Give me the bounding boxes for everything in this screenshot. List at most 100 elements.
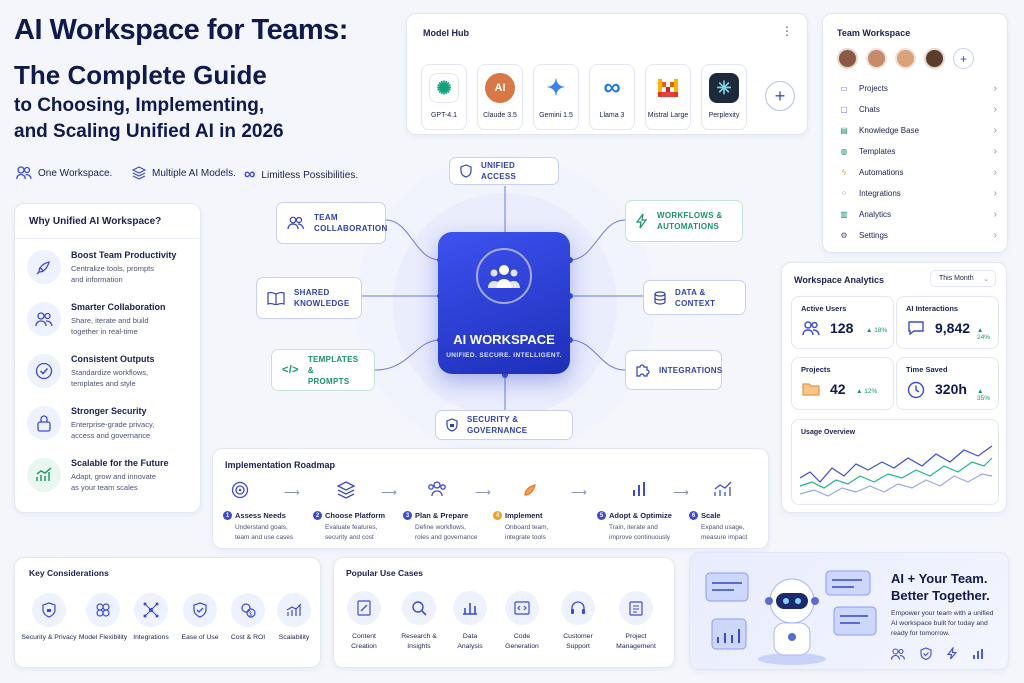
model-label: Claude 3.5	[483, 112, 517, 119]
users-icon	[802, 320, 820, 338]
step-desc: measure impact	[701, 534, 748, 541]
avatar[interactable]	[895, 48, 916, 69]
step-desc: team and use cases	[235, 534, 294, 541]
use-case-line: Analysis	[457, 643, 483, 650]
users-icon	[890, 647, 906, 665]
model-tile-llama[interactable]: ∞Llama 3	[589, 64, 635, 130]
headline-line-2: The Complete Guide	[14, 60, 267, 90]
users-icon	[16, 166, 32, 180]
node-label: PROMPTS	[307, 376, 350, 386]
avatar[interactable]	[866, 48, 887, 69]
node-label: WORKFLOWS &	[657, 211, 723, 220]
date-range-select[interactable]: This Month⌄	[930, 270, 996, 287]
why-item-title: Consistent Outputs	[71, 354, 155, 364]
lightning-icon	[636, 213, 648, 229]
model-label: GPT-4.1	[430, 112, 458, 119]
menu-label: Automations	[859, 167, 904, 177]
chevron-right-icon: ›	[993, 145, 997, 157]
why-item-desc: templates and style	[71, 379, 136, 388]
core-subtitle: UNIFIED. SECURE. INTELLIGENT.	[446, 352, 562, 359]
promo-title: AI + Your Team.	[891, 571, 988, 586]
roadmap-heading: Implementation Roadmap	[225, 460, 336, 470]
team-center-icon	[476, 248, 532, 304]
promo-description: Empower your team with a unified AI work…	[891, 609, 993, 639]
step-desc: Define workflows,	[415, 524, 466, 531]
model-label: Mistral Large	[647, 112, 689, 119]
use-case-line: Code	[513, 633, 531, 640]
robot-illustration	[705, 570, 877, 665]
consideration-label: Ease of Use	[181, 634, 219, 641]
stat-label: Active Users	[801, 304, 847, 313]
chevron-right-icon: ›	[993, 124, 997, 136]
model-tile-perplexity[interactable]: ✳Perplexity	[701, 64, 747, 130]
database-icon	[654, 290, 666, 305]
why-item-title: Smarter Collaboration	[71, 302, 166, 312]
gear-icon: ⚙	[840, 230, 848, 240]
model-tile-mistral[interactable]: Mistral Large	[645, 64, 691, 130]
menu-label: Settings	[859, 230, 888, 240]
folder-icon: ▭	[840, 83, 848, 93]
consideration-label: Integrations	[133, 634, 169, 641]
node-data-context[interactable]: DATA & CONTEXT	[643, 280, 746, 315]
growth-chart-icon	[713, 481, 733, 502]
node-label: INTEGRATIONS	[659, 365, 723, 375]
add-member-button[interactable]: +	[953, 48, 974, 69]
model-tile-gemini[interactable]: ✦Gemini 1.5	[533, 64, 579, 130]
menu-item-analytics[interactable]: ▥Analytics›	[837, 206, 997, 222]
why-item-desc: Enterprise-grade privacy,	[71, 420, 155, 429]
ai-workspace-core: AI WORKSPACE UNIFIED. SECURE. INTELLIGEN…	[438, 232, 570, 374]
team-workspace-card: Team Workspace + ▭Projects› ▢Chats› ▤Kno…	[822, 13, 1008, 253]
meta-logo-icon: ∞	[603, 74, 621, 101]
use-case-line: Content	[352, 633, 376, 640]
node-security-governance[interactable]: SECURITY & GOVERNANCE	[435, 410, 573, 440]
use-case-line: Research &	[401, 633, 437, 640]
step-desc: Expand usage,	[701, 524, 745, 531]
model-tile-gpt[interactable]: ✺GPT-4.1	[421, 64, 467, 130]
node-label: DATA & CONTEXT	[675, 287, 716, 308]
menu-item-settings[interactable]: ⚙Settings›	[837, 227, 997, 243]
model-network-icon	[86, 593, 120, 627]
avatar[interactable]	[837, 48, 858, 69]
growth-chart-icon	[27, 458, 61, 492]
stat-value: 320h	[935, 381, 967, 397]
edit-document-icon	[347, 591, 381, 625]
usage-series-tertiary	[799, 473, 993, 497]
cost-icon: $	[231, 593, 265, 627]
step-desc: roles and governance	[415, 534, 478, 541]
menu-item-knowledge[interactable]: ▤Knowledge Base›	[837, 122, 997, 138]
more-menu-icon[interactable]: ⋮	[781, 24, 793, 38]
add-model-button[interactable]: +	[757, 64, 803, 130]
search-icon	[402, 591, 436, 625]
puzzle-icon	[636, 363, 650, 377]
arrow-right-icon: ⟶	[571, 487, 587, 499]
node-templates-prompts[interactable]: </>TEMPLATES &PROMPTS	[271, 349, 375, 391]
node-workflows-automations[interactable]: WORKFLOWS &AUTOMATIONS	[625, 200, 743, 242]
promo-icon-row	[890, 646, 984, 665]
menu-label: Knowledge Base	[859, 125, 920, 135]
bar-chart-icon	[972, 647, 984, 665]
arrow-right-icon: ⟶	[475, 487, 491, 499]
menu-item-projects[interactable]: ▭Projects›	[837, 80, 997, 96]
menu-item-templates[interactable]: ◍Templates›	[837, 143, 998, 159]
menu-item-integrations[interactable]: ⁘Integrations›	[837, 185, 997, 201]
menu-item-chats[interactable]: ▢Chats›	[837, 101, 997, 117]
node-integrations[interactable]: INTEGRATIONS	[625, 350, 722, 390]
headline-line-4: and Scaling Unified AI in 2026	[14, 121, 284, 142]
avatar[interactable]	[924, 48, 945, 69]
chevron-right-icon: ›	[993, 187, 997, 199]
chevron-down-icon: ⌄	[983, 275, 989, 283]
node-unified-access[interactable]: UNIFIED ACCESS	[449, 157, 559, 185]
code-icon: </>	[282, 363, 299, 376]
menu-label: Templates	[859, 146, 896, 156]
analytics-card: Workspace Analytics This Month⌄ Active U…	[781, 262, 1007, 513]
